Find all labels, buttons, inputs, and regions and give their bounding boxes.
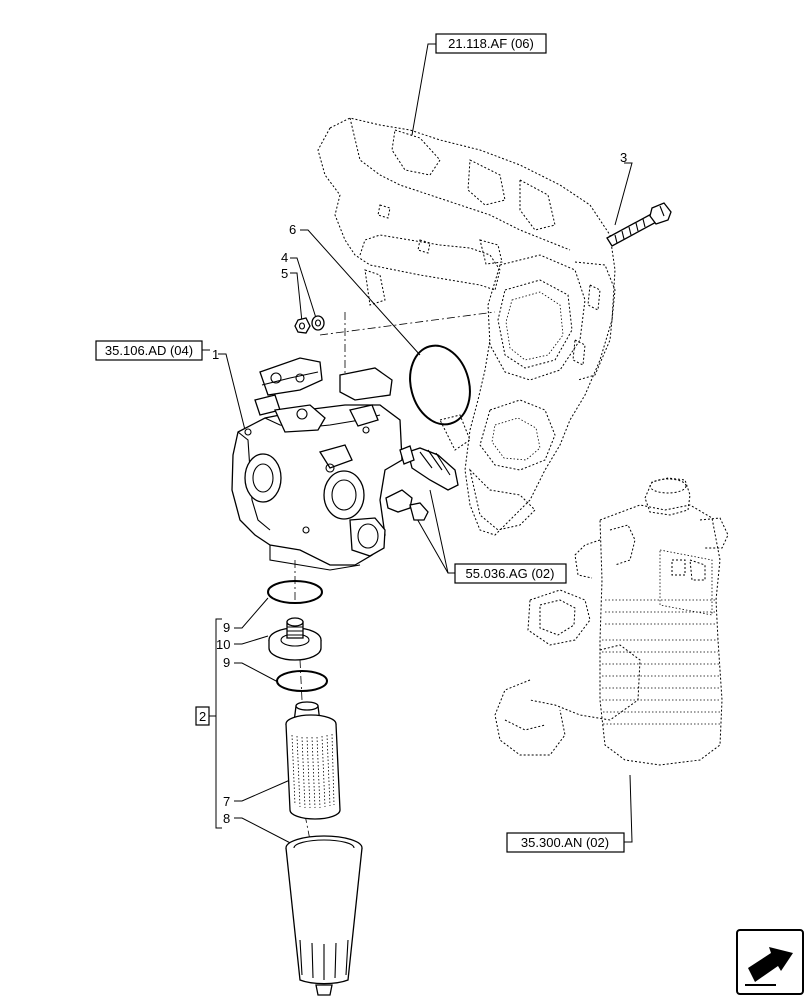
callout-8: 8 [223, 811, 230, 826]
transmission-housing [317, 117, 616, 536]
svg-text:55.036.AG (02): 55.036.AG (02) [466, 566, 555, 581]
filter-housing [494, 477, 729, 766]
assembly-callout-2: 2 [195, 706, 210, 726]
svg-text:2: 2 [199, 709, 206, 724]
ref-transmission-housing[interactable]: 21.118.AF (06) [435, 33, 547, 54]
svg-text:35.300.AN (02): 35.300.AN (02) [521, 835, 609, 850]
callout-3: 3 [620, 150, 627, 165]
o-ring-large [409, 344, 471, 426]
sensor-fitting [385, 445, 459, 521]
washer-and-nut [294, 315, 325, 334]
callout-10: 10 [216, 637, 230, 652]
callouts: 1 3 6 4 5 9 10 9 7 8 [212, 150, 627, 826]
callout-6: 6 [289, 222, 296, 237]
callout-4: 4 [281, 250, 288, 265]
callout-9-upper: 9 [223, 620, 230, 635]
ref-pump[interactable]: 35.106.AD (04) [95, 340, 203, 361]
svg-text:21.118.AF (06): 21.118.AF (06) [448, 36, 534, 51]
callout-7: 7 [223, 794, 230, 809]
svg-text:35.106.AD (04): 35.106.AD (04) [105, 343, 193, 358]
bolt [606, 202, 672, 247]
ref-sensor[interactable]: 55.036.AG (02) [454, 563, 567, 584]
ref-filter-housing[interactable]: 35.300.AN (02) [506, 832, 625, 853]
callout-9-lower: 9 [223, 655, 230, 670]
hydraulic-pump [231, 357, 403, 571]
filter-assembly [267, 580, 363, 996]
callout-1: 1 [212, 347, 219, 362]
leader-lines [202, 43, 633, 849]
next-page-arrow-icon[interactable] [736, 929, 804, 995]
callout-5: 5 [281, 266, 288, 281]
